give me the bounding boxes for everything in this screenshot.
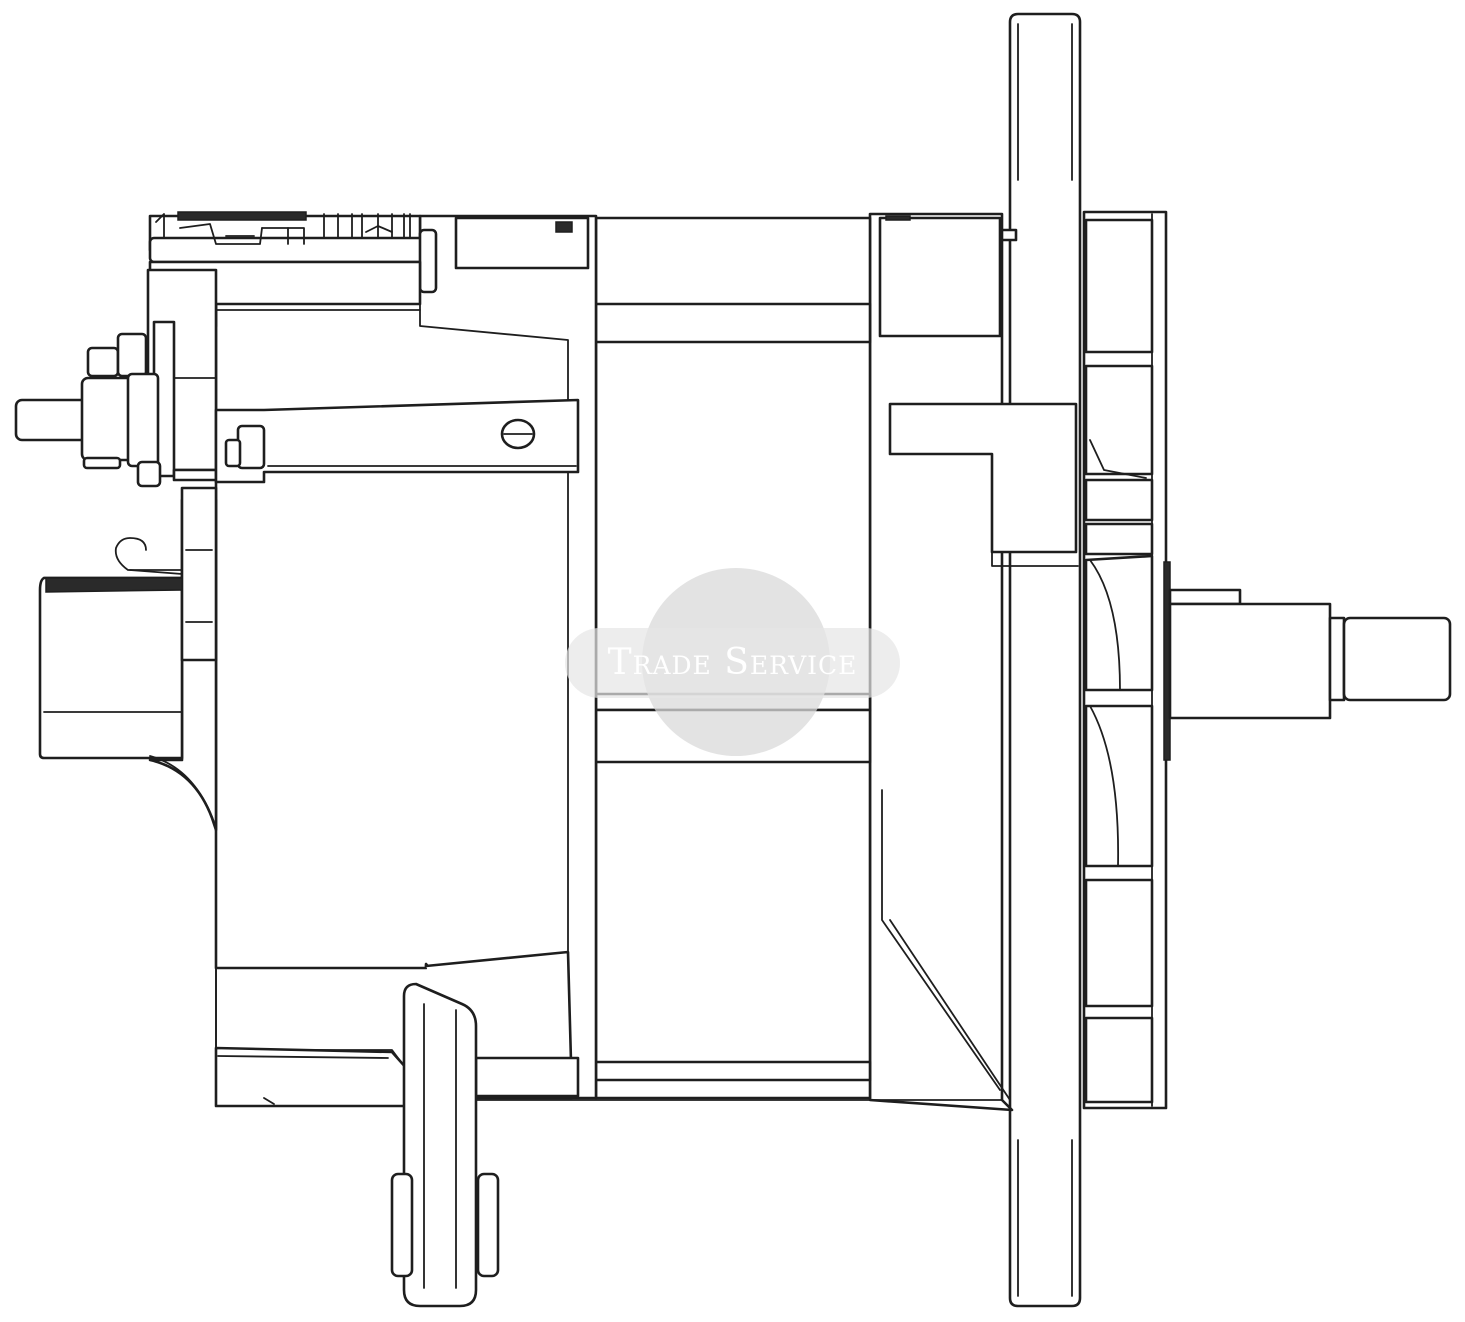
- adjusting-bracket: [214, 398, 580, 484]
- front-housing: [868, 212, 1079, 1112]
- terminal-housing: [146, 268, 218, 482]
- cooling-fan: [1082, 210, 1168, 1110]
- regulator-block: [148, 211, 438, 328]
- side-connector: [38, 486, 218, 832]
- output-terminal-stud: [14, 332, 162, 488]
- watermark-text: Trade Service: [607, 642, 858, 683]
- drive-shaft: [1163, 561, 1452, 761]
- rear-mounting-lug: [390, 982, 500, 1308]
- drive-end-mounting-ear: [1008, 12, 1082, 1308]
- watermark-band: [565, 628, 900, 698]
- watermark: Trade Service: [565, 568, 900, 756]
